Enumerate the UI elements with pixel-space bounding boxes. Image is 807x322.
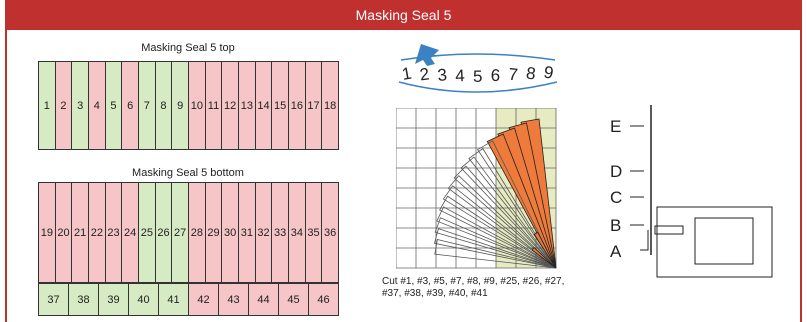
side-view-box-inner [694,217,754,265]
fan-blade [434,239,557,269]
seal-cell-39: 39 [98,283,129,316]
seal-cell-7: 7 [138,61,156,150]
seal-cell-14: 14 [254,61,273,150]
seal-cell-27: 27 [171,182,189,283]
dial-digit-4: 4 [455,66,465,85]
seal-cell-22: 22 [88,182,106,283]
side-view-box-outer [656,206,773,278]
fan-blade [439,195,557,269]
seal-cell-46: 46 [308,283,339,316]
dial-digit-9: 9 [542,62,555,82]
seal-cell-13: 13 [238,61,256,150]
seal-cell-4: 4 [88,61,106,150]
seal-cell-10: 10 [188,61,206,150]
seal-cell-3: 3 [71,61,89,150]
fan-blade [447,175,557,269]
seal-cell-24: 24 [121,182,139,283]
side-label-D: D [610,162,622,181]
seal-cell-34: 34 [288,182,306,283]
seal-cell-18: 18 [321,61,339,150]
fan-blade [468,148,557,269]
fan-diagram [396,108,557,269]
seal-cell-19: 19 [38,182,56,283]
fan-blade [433,228,557,269]
seal-cell-16: 16 [288,61,306,150]
dial-arc-lower [398,81,558,93]
seal-cell-21: 21 [71,182,89,283]
seal-cell-2: 2 [54,61,73,150]
seal-cell-37: 37 [38,283,69,316]
fan-blade [477,140,557,269]
seal-cell-31: 31 [238,182,256,283]
seal-cell-43: 43 [218,283,249,316]
seal-cell-12: 12 [221,61,239,150]
seal-cell-8: 8 [154,61,173,150]
dial-digit-1: 1 [400,64,413,84]
seal-cell-9: 9 [171,61,189,150]
seal-cell-40: 40 [128,283,159,316]
seal-cell-38: 38 [68,283,99,316]
seal-cell-42: 42 [188,283,219,316]
page-title: Masking Seal 5 [5,0,802,30]
seal-cell-32: 32 [254,182,273,283]
seal-cell-17: 17 [304,61,323,150]
seal-cell-26: 26 [154,182,173,283]
seal-cell-28: 28 [188,182,206,283]
seal-cell-36: 36 [321,182,339,283]
seal-cell-29: 29 [204,182,223,283]
dial-digit-3: 3 [437,65,448,85]
side-label-C: C [610,188,622,207]
fan-blade-fragment [533,231,557,269]
seal-cell-41: 41 [158,283,189,316]
dial-digit-5: 5 [473,67,482,86]
seal-cell-30: 30 [221,182,239,283]
frame-right-border [800,30,802,322]
seal-cell-20: 20 [54,182,73,283]
seal-cell-35: 35 [304,182,323,283]
seal-cell-11: 11 [204,61,223,150]
top-panel-caption: Masking Seal 5 top [141,42,235,54]
fan-blade [453,165,557,269]
seal-cell-1: 1 [38,61,56,150]
dial-digit-6: 6 [490,66,500,85]
side-label-A: A [610,242,622,261]
seal-cell-45: 45 [278,283,309,316]
fan-blade [434,217,557,269]
dial-digit-7: 7 [508,65,519,85]
fan-blade [460,156,557,269]
dial-digit-2: 2 [419,64,431,84]
seal-cell-15: 15 [271,61,289,150]
dial-pointer-icon [415,44,439,66]
side-label-B: B [610,216,621,235]
dial-digit-8: 8 [525,64,537,84]
side-label-E: E [610,117,621,136]
frame-left-border [5,30,7,322]
fan-blade-fragment [531,247,557,269]
fan-blade [442,185,557,269]
seal-cell-23: 23 [104,182,123,283]
side-view-clip [654,225,684,235]
seal-cell-5: 5 [104,61,123,150]
fan-blade [436,206,557,269]
bottom-panel-caption: Masking Seal 5 bottom [132,167,244,179]
side-view-hook [640,230,649,251]
cut-note: Cut #1, #3, #5, #7, #8, #9, #25, #26, #2… [382,276,565,299]
seal-cell-44: 44 [248,283,279,316]
seal-cell-33: 33 [271,182,289,283]
seal-cell-25: 25 [138,182,156,283]
seal-cell-6: 6 [121,61,139,150]
